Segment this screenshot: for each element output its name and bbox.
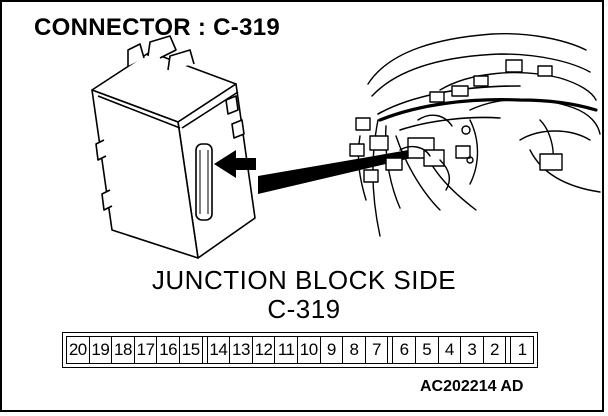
pin-17: 17 bbox=[135, 337, 158, 363]
pin-8: 8 bbox=[343, 337, 366, 363]
caption-connector-id: C-319 bbox=[267, 294, 341, 324]
pin-13: 13 bbox=[230, 337, 253, 363]
pin-12: 12 bbox=[253, 337, 276, 363]
pointer-arrow-icon bbox=[214, 150, 256, 178]
pin-4: 4 bbox=[439, 337, 462, 363]
pin-11: 11 bbox=[275, 337, 298, 363]
pin-9: 9 bbox=[321, 337, 344, 363]
connector-title: CONNECTOR : C-319 bbox=[34, 14, 281, 41]
pin-14: 14 bbox=[206, 337, 231, 363]
junction-block-illustration bbox=[91, 35, 256, 259]
pin-10: 10 bbox=[298, 337, 321, 363]
dashboard-wiring-illustration bbox=[349, 32, 601, 237]
figure-code: AC202214 AD bbox=[420, 378, 524, 395]
pin-20: 20 bbox=[67, 337, 90, 363]
leader-beam bbox=[258, 148, 420, 194]
pin-19: 19 bbox=[90, 337, 113, 363]
pin-3: 3 bbox=[461, 337, 484, 363]
caption-junction-block-side: JUNCTION BLOCK SIDE bbox=[151, 265, 457, 295]
pin-1: 1 bbox=[510, 337, 533, 363]
pin-18: 18 bbox=[112, 337, 135, 363]
pin-7: 7 bbox=[366, 337, 389, 363]
pin-5: 5 bbox=[416, 337, 439, 363]
pin-2: 2 bbox=[484, 337, 507, 363]
pin-6: 6 bbox=[392, 337, 416, 363]
connector-face-outline bbox=[62, 332, 538, 368]
pin-16: 16 bbox=[157, 337, 180, 363]
pin-15: 15 bbox=[180, 337, 203, 363]
